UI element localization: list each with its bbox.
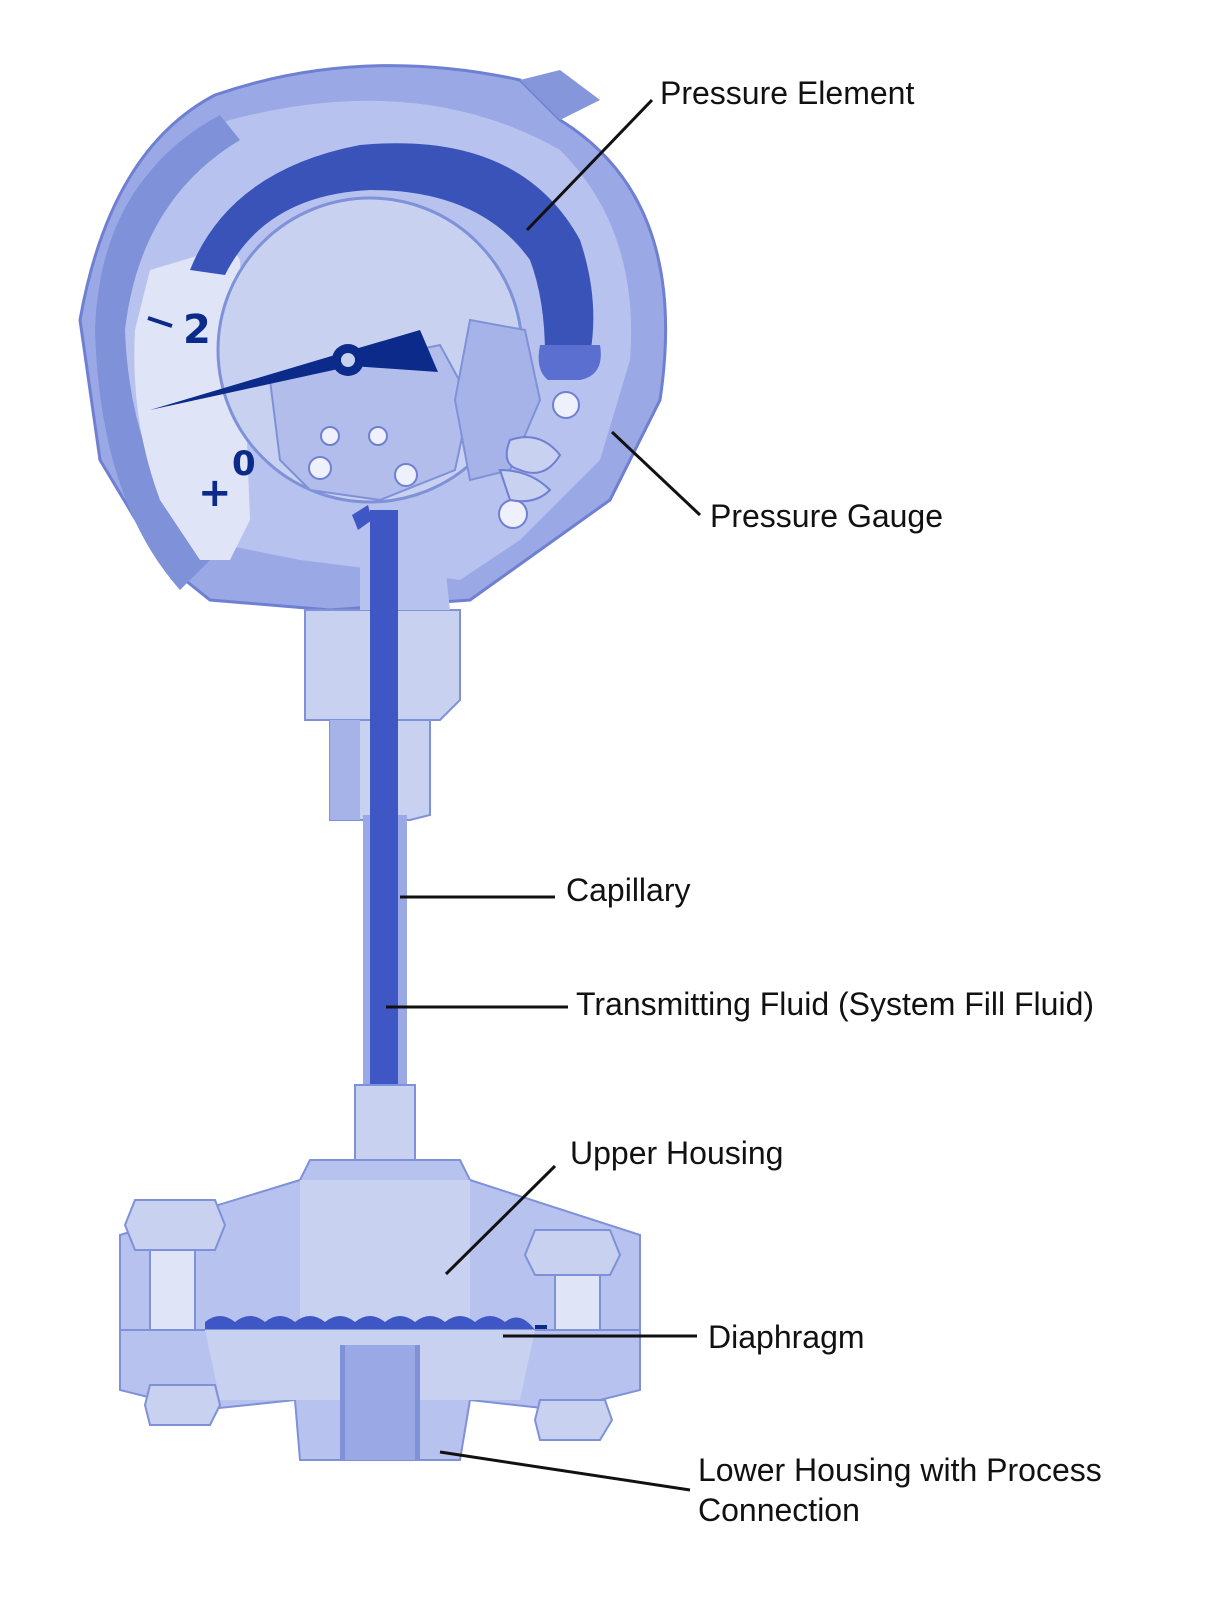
pointer-needle xyxy=(150,330,438,410)
label-upper-housing: Upper Housing xyxy=(570,1135,784,1171)
label-capillary: Capillary xyxy=(566,872,691,908)
leader-pressure-element xyxy=(525,98,654,232)
label-lower-housing: Lower Housing with Process Connection xyxy=(698,1452,1102,1528)
movement-mechanism xyxy=(268,318,580,529)
bourdon-tube-end xyxy=(538,345,601,380)
scale-tick-2 xyxy=(147,316,173,328)
diaphragm-membrane xyxy=(205,1316,535,1330)
scale-label-0: 0 xyxy=(232,444,256,484)
leader-lines xyxy=(386,98,702,1492)
diaphragm-seal xyxy=(119,1084,641,1461)
label-pressure-gauge: Pressure Gauge xyxy=(710,498,944,534)
dial-scale: 2 + 0 xyxy=(147,307,256,516)
leader-lower-housing xyxy=(439,1450,691,1492)
leader-pressure-gauge xyxy=(610,430,702,517)
scale-label-2: 2 xyxy=(183,307,211,353)
label-diaphragm: Diaphragm xyxy=(708,1319,865,1355)
label-pressure-element: Pressure Element xyxy=(660,75,915,111)
bourdon-tube xyxy=(190,143,594,355)
label-transmitting-fluid: Transmitting Fluid (System Fill Fluid) xyxy=(576,986,1095,1022)
scale-sign: + xyxy=(198,470,232,516)
leader-upper-housing xyxy=(444,1164,557,1276)
